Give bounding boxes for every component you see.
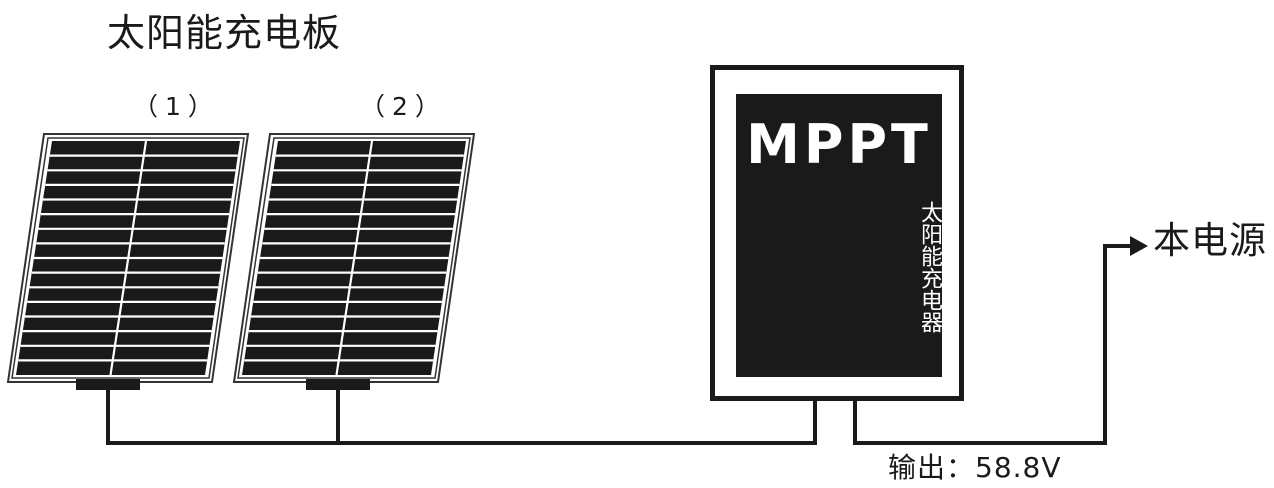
mppt-controller: MPPT 太阳能充电器 xyxy=(710,65,964,401)
diagram-title: 太阳能充电板 xyxy=(107,11,342,55)
panel-2-label: （2） xyxy=(360,92,447,121)
controller-display: MPPT 太阳能充电器 xyxy=(736,94,942,377)
solar-panel-2 xyxy=(233,133,475,390)
wire-panel-1 xyxy=(106,390,817,445)
destination-label: 本电源 xyxy=(1153,219,1267,262)
wire-output xyxy=(853,244,1134,445)
panel-1-mount xyxy=(76,379,140,390)
panel-2-mount xyxy=(306,379,370,390)
wiring xyxy=(106,244,1134,445)
arrow-head-icon xyxy=(1130,236,1148,256)
output-voltage-label: 输出：58.8V xyxy=(888,451,1062,484)
controller-subtitle: 太阳能充电器 xyxy=(917,201,942,333)
panel-1-label: （1） xyxy=(133,92,220,121)
solar-panel-1 xyxy=(7,133,249,390)
cell-column-divider xyxy=(335,140,374,376)
cell-column-divider xyxy=(109,140,148,376)
controller-title: MPPT xyxy=(746,113,932,176)
